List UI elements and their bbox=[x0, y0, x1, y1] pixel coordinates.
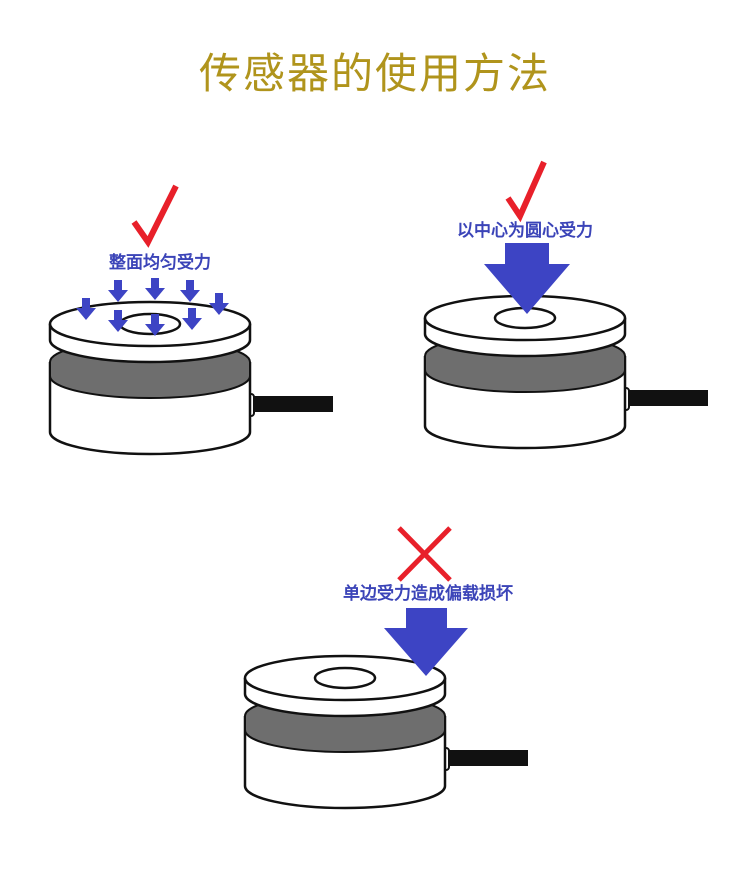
center-force-arrow bbox=[484, 243, 570, 314]
panel-center: 以中心为圆心受力 bbox=[423, 160, 710, 450]
check-mark-center bbox=[505, 160, 547, 223]
panel-edge: 单边受力造成偏载损坏 bbox=[243, 526, 530, 810]
page-title: 传感器的使用方法 bbox=[198, 49, 551, 98]
edge-force-arrow bbox=[384, 608, 468, 676]
panel-uniform: 整面均匀受力 bbox=[48, 184, 335, 456]
label-center: 以中心为圆心受力 bbox=[457, 220, 593, 241]
check-mark-uniform bbox=[131, 184, 179, 248]
load-cell-center bbox=[423, 294, 710, 450]
label-edge: 单边受力造成偏载损坏 bbox=[343, 583, 513, 604]
load-cell-edge bbox=[243, 654, 530, 810]
cross-mark-edge bbox=[397, 526, 452, 582]
label-uniform: 整面均匀受力 bbox=[109, 252, 211, 273]
